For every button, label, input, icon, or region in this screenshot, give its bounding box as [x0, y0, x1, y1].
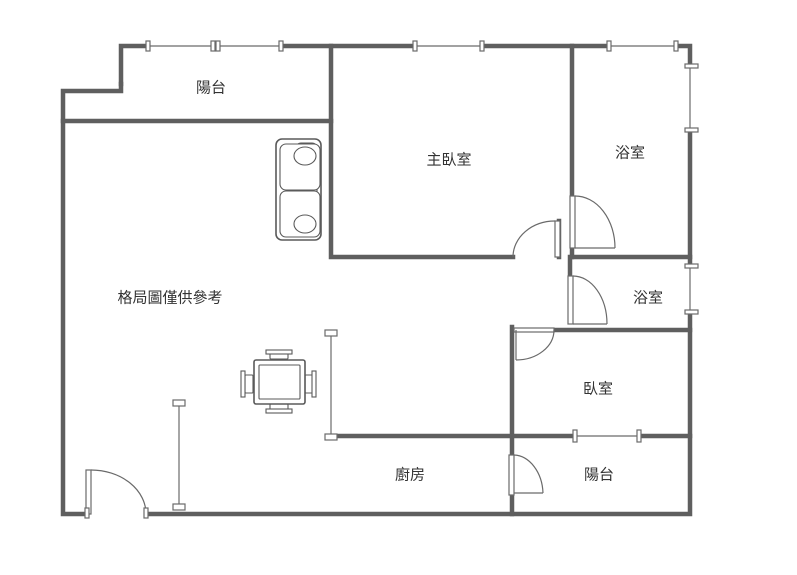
- doors: [84, 195, 616, 519]
- bathroom-1-door: [569, 195, 616, 249]
- room-label-bedroom: 臥室: [582, 379, 614, 398]
- floor-plan-disclaimer: 格局圖僅供參考: [117, 288, 223, 307]
- dining-table-icon: [240, 349, 317, 414]
- sliding-partitions: [172, 329, 338, 511]
- room-label-bathroom-1: 浴室: [614, 143, 646, 162]
- window-top-balcony: [145, 40, 284, 52]
- room-label-master-bedroom: 主臥室: [426, 150, 472, 169]
- outer-wall-left: [60, 81, 124, 517]
- room-label-kitchen: 廚房: [394, 465, 426, 484]
- interior-walls: [60, 43, 693, 517]
- window-top-master: [412, 40, 485, 52]
- balcony-door: [508, 454, 544, 496]
- window-right-bathroom-1: [684, 63, 699, 133]
- master-bedroom-wall: [328, 43, 516, 260]
- window-top-bathroom: [606, 40, 679, 52]
- window-right-bathroom-2: [684, 263, 699, 315]
- room-label-balcony-top: 陽台: [195, 78, 227, 97]
- entrance-door: [84, 469, 149, 519]
- windows: [145, 40, 699, 443]
- sofa-icon: [275, 138, 322, 241]
- window-bedroom-balcony: [572, 429, 642, 443]
- outer-wall-top: [118, 43, 693, 517]
- bathroom-2-door: [567, 275, 608, 325]
- bedroom-door: [513, 327, 555, 361]
- master-bedroom-door: [512, 220, 561, 258]
- outer-walls: [60, 43, 693, 517]
- room-label-bathroom-2: 浴室: [632, 288, 664, 307]
- room-label-balcony-bottom: 陽台: [583, 465, 615, 484]
